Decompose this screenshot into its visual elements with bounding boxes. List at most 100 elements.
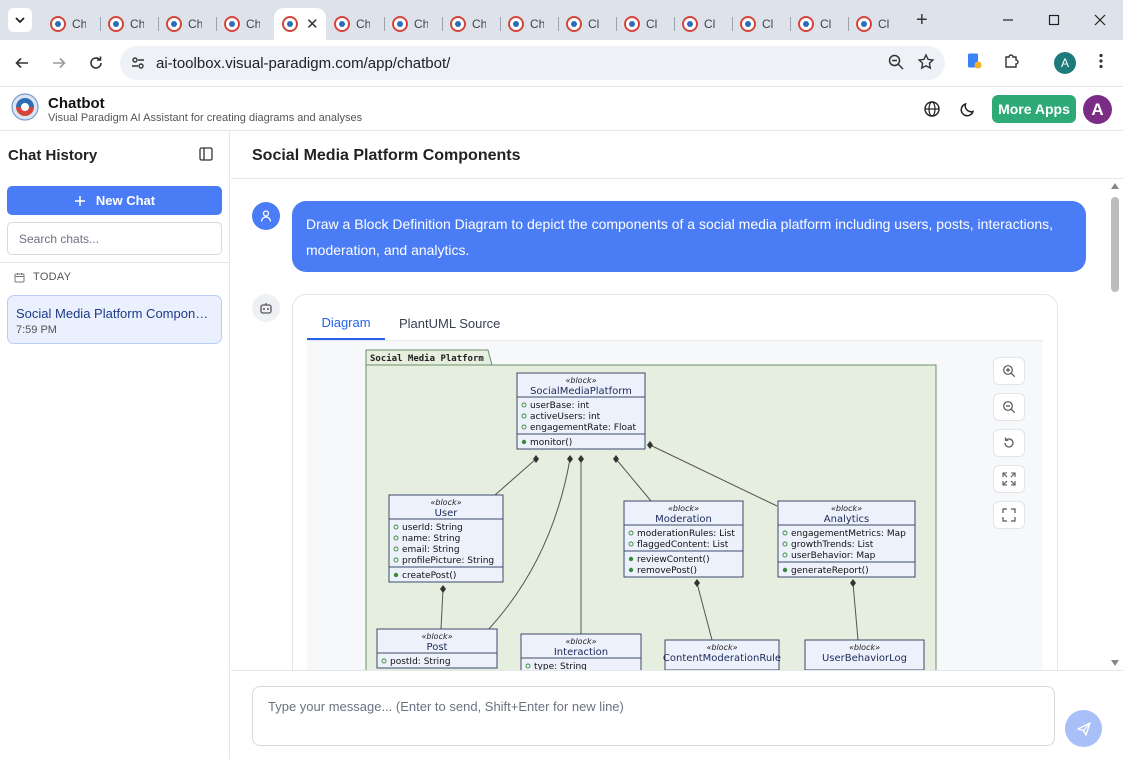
scroll-up-arrow-icon[interactable] — [1111, 183, 1119, 189]
block-attribute: userBehavior: Map — [791, 551, 876, 561]
tab-title: Cl — [704, 17, 718, 31]
bookmark-star-icon[interactable] — [917, 53, 935, 71]
tab-favicon-icon — [740, 16, 756, 32]
user-avatar[interactable]: A — [1083, 95, 1112, 124]
site-settings-icon[interactable] — [130, 55, 146, 71]
new-chat-button[interactable]: New Chat — [7, 186, 222, 215]
tab-favicon-icon — [334, 16, 350, 32]
browser-menu-button[interactable] — [1092, 52, 1110, 70]
block-contentrule[interactable]: «block»ContentModerationRule — [663, 640, 781, 670]
tab-close-icon[interactable]: ✕ — [306, 15, 319, 33]
tab-favicon-icon — [508, 16, 524, 32]
operation-visibility-icon — [522, 440, 526, 444]
tab-title: Ch — [530, 17, 544, 31]
address-bar[interactable]: ai-toolbox.visual-paradigm.com/app/chatb… — [120, 46, 945, 80]
chat-history-item[interactable]: Social Media Platform Components 7:59 PM — [7, 295, 222, 344]
scroll-down-arrow-icon[interactable] — [1111, 660, 1119, 666]
browser-tab[interactable]: Cl — [848, 8, 906, 40]
robot-icon — [259, 301, 273, 315]
browser-tab[interactable]: Ch — [384, 8, 442, 40]
fit-view-button[interactable] — [993, 465, 1025, 493]
message-input[interactable] — [252, 686, 1055, 746]
browser-tab[interactable]: Ch — [442, 8, 500, 40]
browser-tab[interactable]: Cl — [616, 8, 674, 40]
tab-search-button[interactable] — [8, 8, 32, 32]
tab-favicon-icon — [682, 16, 698, 32]
tab-title: Cl — [878, 17, 892, 31]
extension-button[interactable] — [965, 52, 983, 70]
zoom-in-icon — [1002, 364, 1016, 378]
forward-button[interactable] — [47, 51, 71, 75]
block-attribute: profilePicture: String — [402, 556, 494, 566]
browser-tab[interactable]: Cl — [674, 8, 732, 40]
tab-title: Ch — [356, 17, 370, 31]
browser-tab[interactable]: Cl — [558, 8, 616, 40]
globe-icon[interactable] — [923, 100, 941, 118]
app-header: Chatbot Visual Paradigm AI Assistant for… — [0, 87, 1123, 131]
block-stereotype: «block» — [706, 643, 737, 652]
browser-tab[interactable]: Cl — [790, 8, 848, 40]
browser-tab[interactable]: Ch — [500, 8, 558, 40]
browser-toolbar: ai-toolbox.visual-paradigm.com/app/chatb… — [0, 40, 1123, 87]
user-icon — [259, 209, 273, 223]
browser-tab[interactable]: Ch — [326, 8, 384, 40]
back-button[interactable] — [10, 51, 34, 75]
block-name: Moderation — [655, 514, 712, 525]
tab-list: ChChChCh✕ChChChChClClClClClCl — [42, 0, 906, 40]
extensions-menu-button[interactable] — [1003, 52, 1021, 70]
tab-plantuml-source[interactable]: PlantUML Source — [399, 316, 500, 331]
maximize-button[interactable] — [1031, 0, 1077, 40]
tab-title: Ch — [414, 17, 428, 31]
minimize-button[interactable] — [985, 0, 1031, 40]
browser-tab[interactable]: Ch — [216, 8, 274, 40]
reset-view-button[interactable] — [993, 429, 1025, 457]
fullscreen-button[interactable] — [993, 501, 1025, 529]
close-window-button[interactable] — [1077, 0, 1123, 40]
profile-button[interactable]: A — [1054, 52, 1076, 74]
search-chats-input[interactable] — [7, 222, 222, 255]
tab-diagram[interactable]: Diagram — [307, 315, 385, 340]
browser-tab[interactable]: Cl — [732, 8, 790, 40]
calendar-icon — [14, 272, 25, 283]
zoom-icon[interactable] — [887, 53, 905, 71]
send-button[interactable] — [1065, 710, 1102, 747]
message-scrollbar[interactable] — [1108, 179, 1123, 670]
block-post[interactable]: «block»PostpostId: String — [377, 629, 497, 668]
diagram-canvas[interactable]: Social Media Platform «block»SocialMediaP… — [307, 341, 1042, 670]
block-name: Interaction — [554, 647, 608, 658]
block-moderation[interactable]: «block»ModerationmoderationRules: Listfl… — [624, 501, 743, 577]
sidebar-toggle-icon[interactable] — [199, 147, 213, 161]
browser-tab[interactable]: Ch — [42, 8, 100, 40]
reload-button[interactable] — [84, 51, 108, 75]
block-operation: monitor() — [530, 438, 572, 448]
browser-tab-active[interactable]: ✕ — [274, 8, 326, 40]
tab-favicon-icon — [108, 16, 124, 32]
more-apps-button[interactable]: More Apps — [992, 95, 1076, 123]
app-subtitle: Visual Paradigm AI Assistant for creatin… — [48, 112, 362, 124]
block-attribute: engagementRate: Float — [530, 423, 636, 433]
zoom-out-button[interactable] — [993, 393, 1025, 421]
reset-icon — [1002, 436, 1016, 450]
tab-favicon-icon — [624, 16, 640, 32]
close-icon — [1094, 14, 1106, 26]
block-interaction[interactable]: «block»Interactiontype: String — [521, 634, 641, 670]
block-platform[interactable]: «block»SocialMediaPlatformuserBase: inta… — [517, 373, 645, 449]
operation-visibility-icon — [629, 557, 633, 561]
browser-tab[interactable]: Ch — [158, 8, 216, 40]
new-tab-button[interactable]: + — [916, 10, 928, 30]
block-analytics[interactable]: «block»AnalyticsengagementMetrics: Mapgr… — [778, 501, 915, 577]
operation-visibility-icon — [394, 573, 398, 577]
tab-favicon-icon — [392, 16, 408, 32]
block-behaviorlog[interactable]: «block»UserBehaviorLog — [805, 640, 924, 670]
block-attribute: name: String — [402, 534, 460, 544]
package-label: Social Media Platform — [370, 353, 484, 364]
scrollbar-thumb[interactable] — [1111, 197, 1119, 292]
browser-tab[interactable]: Ch — [100, 8, 158, 40]
block-user[interactable]: «block»UseruserId: Stringname: Stringema… — [389, 495, 503, 582]
moon-icon[interactable] — [959, 100, 977, 118]
url-text[interactable]: ai-toolbox.visual-paradigm.com/app/chatb… — [156, 55, 450, 72]
block-attribute: flaggedContent: List — [637, 540, 729, 550]
zoom-in-button[interactable] — [993, 357, 1025, 385]
block-stereotype: «block» — [565, 637, 596, 646]
block-attribute: userBase: int — [530, 401, 590, 411]
